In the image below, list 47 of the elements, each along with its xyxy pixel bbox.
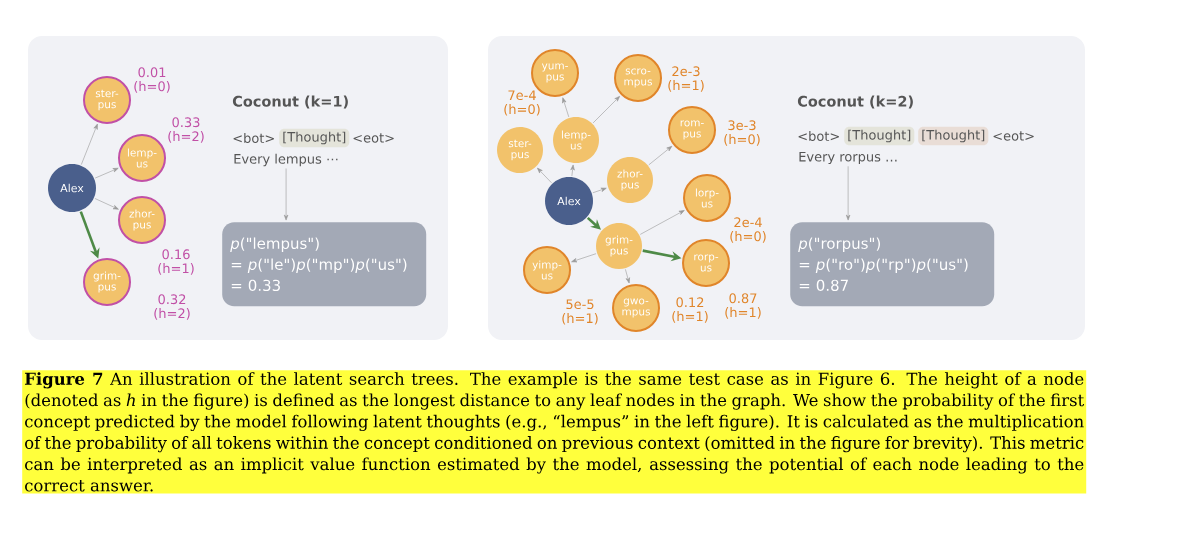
tree-node: lemp- us (553, 117, 599, 163)
tree-node: zhor- pus (118, 196, 166, 244)
tree-node: ster- pus (497, 127, 543, 173)
root-node: Alex (545, 177, 593, 225)
arrow (94, 198, 119, 210)
title: Coconut (k=2) (797, 95, 913, 109)
value-label: 2e-4 (h=0) (730, 217, 766, 243)
arrow (625, 269, 630, 284)
value-label: 0.01 (h=0) (134, 67, 170, 93)
tree-node: rom- pus (668, 106, 716, 154)
tree-node: grim- pus (83, 258, 131, 306)
arrow (570, 164, 575, 177)
tree-node: lemp- us (118, 134, 166, 182)
tree-node: yimp- us (523, 246, 571, 294)
value-label: 0.12 (h=1) (672, 297, 708, 323)
arrow (639, 210, 685, 235)
value-label: 0.16 (h=1) (158, 249, 194, 275)
token-text: Every rorpus … (799, 151, 897, 165)
tree-node: grim- pus (596, 223, 642, 269)
probability-box: p("rorpus") = p("ro")p("rp")p("us") = 0.87 (790, 222, 995, 307)
tree-node: rorp- us (682, 239, 730, 287)
tree-node: scro- mpus (614, 54, 662, 102)
value-label: 5e-5 (h=1) (562, 299, 598, 325)
value-label: 0.33 (h=2) (168, 117, 204, 143)
tree-node: zhor- pus (607, 157, 653, 203)
value-label: 0.87 (h=1) (725, 293, 761, 319)
arrow (283, 168, 289, 221)
probability-box: p("lempus") = p("le")p("mp")p("us") = 0.33 (222, 222, 427, 307)
tree-node: gwo- mpus (612, 284, 660, 332)
arrow (648, 145, 673, 166)
arrow (592, 96, 620, 124)
value-label: 0.32 (h=2) (154, 294, 190, 320)
title: Coconut (k=1) (232, 95, 348, 109)
tree-node: lorp- us (683, 174, 731, 222)
token-text: Every lempus ⋯ (234, 153, 338, 167)
arrow (537, 167, 552, 184)
value-label: 3e-3 (h=0) (724, 120, 760, 146)
arrow (571, 253, 597, 263)
arrow (592, 187, 607, 194)
value-label: 2e-3 (h=1) (668, 66, 704, 92)
arrow (846, 166, 851, 221)
arrow (562, 97, 570, 118)
arrow (94, 167, 119, 179)
tree-node: ster- pus (83, 76, 131, 124)
arrow (81, 123, 98, 165)
arrow (586, 216, 601, 230)
root-node: Alex (48, 164, 96, 212)
